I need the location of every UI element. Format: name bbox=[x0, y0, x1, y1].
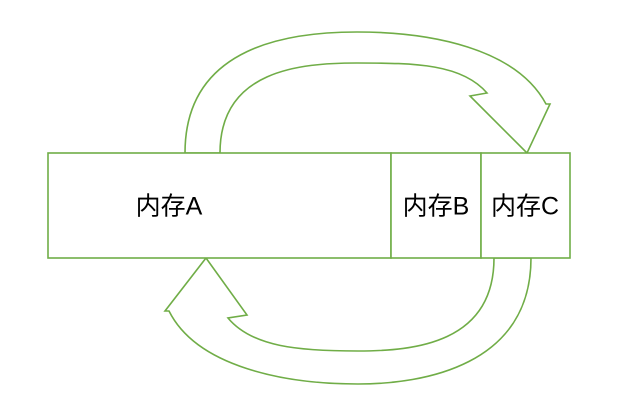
memory-segment-c-label: 内存C bbox=[491, 193, 559, 221]
cycle-arrow-top bbox=[184, 31, 552, 155]
memory-segment-a-label: 内存A bbox=[136, 193, 203, 221]
memory-segment-b bbox=[390, 152, 482, 259]
memory-segment-b-label: 内存B bbox=[403, 193, 470, 221]
memory-segment-c bbox=[480, 152, 571, 259]
cycle-arrow-bottom bbox=[163, 256, 532, 385]
memory-segment-a bbox=[47, 152, 392, 259]
